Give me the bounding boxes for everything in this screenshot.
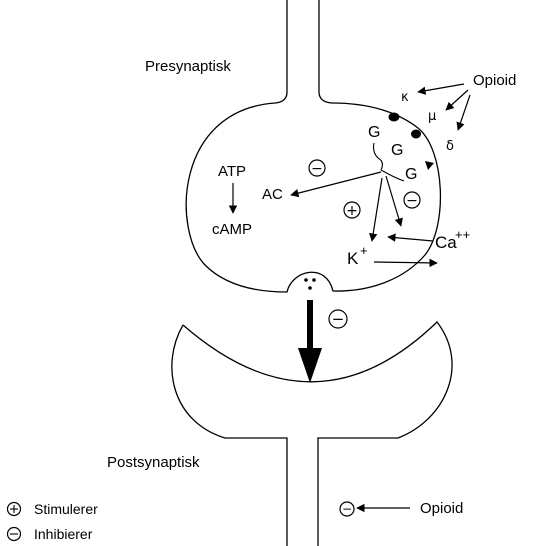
- stimulate-k-sign-text: +: [346, 203, 358, 219]
- kappa-label: κ: [401, 90, 409, 105]
- delta-receptor: [425, 161, 434, 170]
- vesicle-dot: [304, 278, 308, 282]
- presynaptic-terminal: [186, 103, 440, 292]
- potassium-charge: +: [360, 243, 368, 258]
- calcium-influx-arrow: [388, 237, 433, 241]
- inhibit-ac-sign-text: −: [311, 161, 323, 177]
- g-to-ca-arrow: [386, 176, 401, 226]
- inhibit-post-sign-text: −: [342, 502, 352, 516]
- mu-receptor: [411, 130, 421, 139]
- atp-label: ATP: [218, 163, 246, 180]
- g-to-ac-arrow: [291, 172, 381, 195]
- g-protein-label: G: [405, 166, 417, 183]
- potassium-efflux-arrow: [374, 262, 437, 263]
- opioid-to-mu-arrow: [446, 90, 468, 110]
- g-to-k-arrow: [372, 178, 382, 241]
- g-protein-linker: [381, 170, 404, 181]
- calcium-label: Ca: [435, 233, 457, 252]
- g-protein-linker: [374, 143, 383, 170]
- vesicle-dot: [308, 286, 312, 290]
- g-protein-label: G: [391, 142, 403, 159]
- kappa-receptor: [389, 113, 400, 122]
- potassium-label: K: [347, 249, 359, 268]
- g-protein-label: G: [368, 124, 380, 141]
- opioid-label-bottom: Opioid: [420, 500, 463, 517]
- delta-label: δ: [446, 139, 454, 154]
- presynaptic-axon-left: [275, 0, 287, 103]
- opioid-label-top: Opioid: [473, 72, 516, 89]
- legend-inhibits-label: Inhibierer: [34, 526, 93, 542]
- camp-label: cAMP: [212, 221, 252, 238]
- inhibit-ca-sign-text: −: [406, 193, 418, 209]
- presynaptic-label: Presynaptisk: [145, 58, 231, 75]
- calcium-charge: ++: [455, 227, 470, 242]
- legend: Stimulerer Inhibierer: [8, 501, 99, 542]
- ac-label: AC: [262, 186, 283, 203]
- vesicle-dot: [312, 278, 316, 282]
- inhibit-release-sign-text: −: [332, 310, 345, 328]
- opioid-to-kappa-arrow: [418, 84, 464, 92]
- mu-label: μ: [428, 109, 436, 124]
- release-arrow-head: [298, 348, 322, 383]
- postsynaptic-label: Postsynaptisk: [107, 454, 200, 471]
- presynaptic-axon-right: [319, 0, 332, 103]
- legend-stimulates-label: Stimulerer: [34, 501, 98, 517]
- opioid-to-delta-arrow: [458, 95, 470, 130]
